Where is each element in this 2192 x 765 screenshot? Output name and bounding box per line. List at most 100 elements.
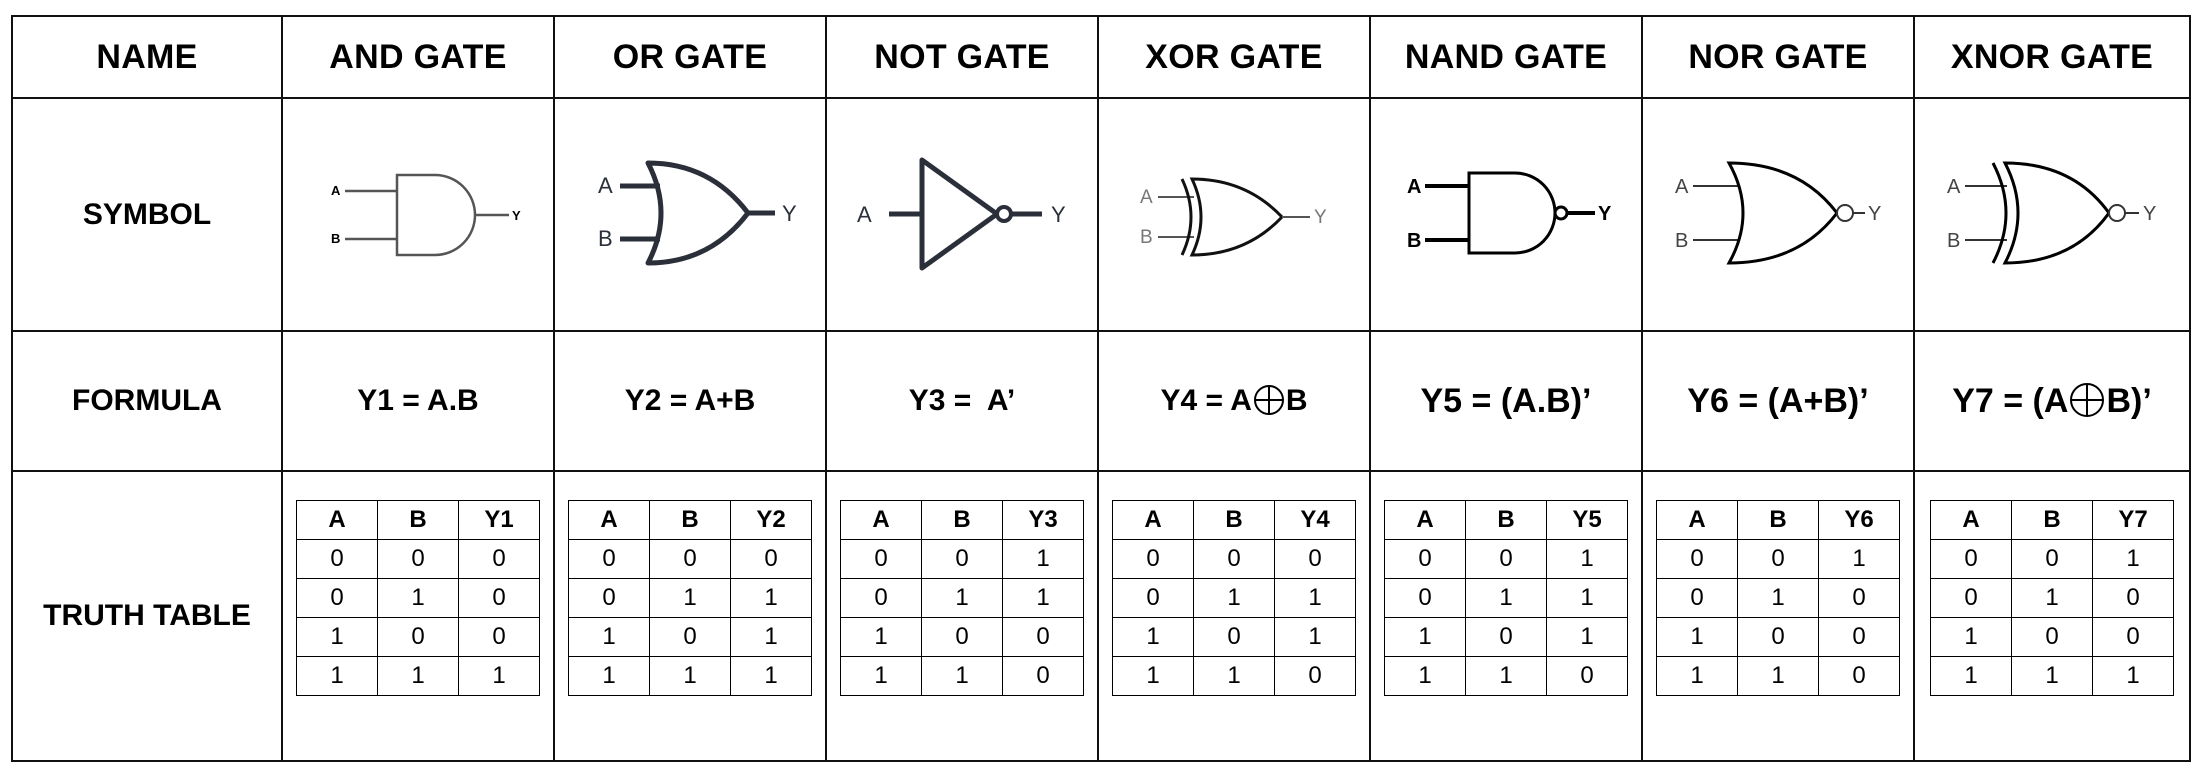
truth-table-value: 0 xyxy=(1193,617,1275,657)
truth-table-header-cell: A xyxy=(1930,500,2012,540)
truth-table-value: 0 xyxy=(649,539,731,579)
truth-table-value: 1 xyxy=(1002,578,1084,618)
truth-table-value: 1 xyxy=(921,656,1003,696)
truth-table-value: 1 xyxy=(1818,539,1900,579)
and-gate-symbol-cell: A B Y xyxy=(281,97,555,332)
truth-table-value: 0 xyxy=(1274,656,1356,696)
truth-table-header-cell: B xyxy=(2011,500,2093,540)
truth-table-value: 1 xyxy=(1274,578,1356,618)
output-y-label: Y xyxy=(1051,202,1066,227)
truth-table-header-cell: Y2 xyxy=(730,500,812,540)
gate-name-or: OR GATE xyxy=(553,15,827,99)
formula-row: FORMULA Y1 = A.B Y2 = A+B Y3 = A’ Y4 = A… xyxy=(11,330,2191,472)
input-b-label: B xyxy=(1407,230,1421,252)
row-label-name: NAME xyxy=(11,15,283,99)
truth-table-value: 0 xyxy=(1546,656,1628,696)
truth-table-header-cell: B xyxy=(377,500,459,540)
truth-table-value: 1 xyxy=(458,656,540,696)
truth-table-value: 1 xyxy=(730,617,812,657)
truth-table-header-cell: A xyxy=(840,500,922,540)
truth-table-header-cell: A xyxy=(568,500,650,540)
truth-table-value: 1 xyxy=(1002,539,1084,579)
nand-gate-icon: A B Y xyxy=(1407,171,1612,254)
input-a-label: A xyxy=(331,183,341,198)
formula-not: Y3 = A’ xyxy=(825,330,1099,472)
truth-table-value: 1 xyxy=(1656,656,1738,696)
output-y-label: Y xyxy=(1598,203,1612,225)
truth-table-value: 1 xyxy=(377,656,459,696)
truth-table-value: 1 xyxy=(296,617,378,657)
symbol-row: SYMBOL A B Y A B Y xyxy=(11,97,2191,332)
truth-table-header-cell: B xyxy=(1737,500,1819,540)
truth-table-value: 1 xyxy=(377,578,459,618)
truth-table-value: 0 xyxy=(1465,539,1547,579)
truth-table-value: 1 xyxy=(730,656,812,696)
truth-table-value: 0 xyxy=(1930,539,2012,579)
input-a-label: A xyxy=(1407,176,1421,198)
truth-table-header-cell: Y4 xyxy=(1274,500,1356,540)
truth-table-value: 1 xyxy=(296,656,378,696)
gate-name-xnor: XNOR GATE xyxy=(1913,15,2191,99)
truth-table-header-cell: A xyxy=(296,500,378,540)
truth-table-header-cell: A xyxy=(1656,500,1738,540)
xor-operator-icon xyxy=(2070,382,2105,417)
truth-table-header-cell: Y1 xyxy=(458,500,540,540)
truth-table-value: 1 xyxy=(1656,617,1738,657)
truth-table-value: 0 xyxy=(2092,617,2174,657)
formula-xnor-pre: Y7 = (A xyxy=(1952,381,2069,420)
truth-table-value: 1 xyxy=(1546,539,1628,579)
truth-table-value: 0 xyxy=(2092,578,2174,618)
truth-table-value: 0 xyxy=(730,539,812,579)
formula-xor-post: B xyxy=(1285,384,1308,417)
truth-table-value: 0 xyxy=(1656,578,1738,618)
input-b-label: B xyxy=(1947,230,1960,252)
truth-table-value: 0 xyxy=(458,539,540,579)
input-a-label: A xyxy=(1675,176,1689,198)
truth-table-value: 0 xyxy=(1002,617,1084,657)
gate-name-not: NOT GATE xyxy=(825,15,1099,99)
xnor-gate-icon: A B Y xyxy=(1947,160,2156,265)
truth-table-value: 1 xyxy=(1465,656,1547,696)
truth-table-value: 0 xyxy=(1384,578,1466,618)
xor-gate-symbol-cell: A B Y xyxy=(1097,97,1371,332)
truth-table-value: 1 xyxy=(1737,578,1819,618)
truth-table-value: 1 xyxy=(1112,617,1194,657)
truth-table-value: 1 xyxy=(1274,617,1356,657)
truth-table-value: 0 xyxy=(1112,539,1194,579)
truth-table-value: 1 xyxy=(1930,656,2012,696)
truth-table-header-cell: Y7 xyxy=(2092,500,2174,540)
truth-table-value: 0 xyxy=(1737,617,1819,657)
truth-table-value: 0 xyxy=(840,539,922,579)
truth-table-value: 0 xyxy=(2011,617,2093,657)
truth-table-value: 0 xyxy=(1818,578,1900,618)
input-b-label: B xyxy=(1675,230,1688,252)
truth-table-value: 1 xyxy=(840,656,922,696)
truth-table-value: 0 xyxy=(1465,617,1547,657)
